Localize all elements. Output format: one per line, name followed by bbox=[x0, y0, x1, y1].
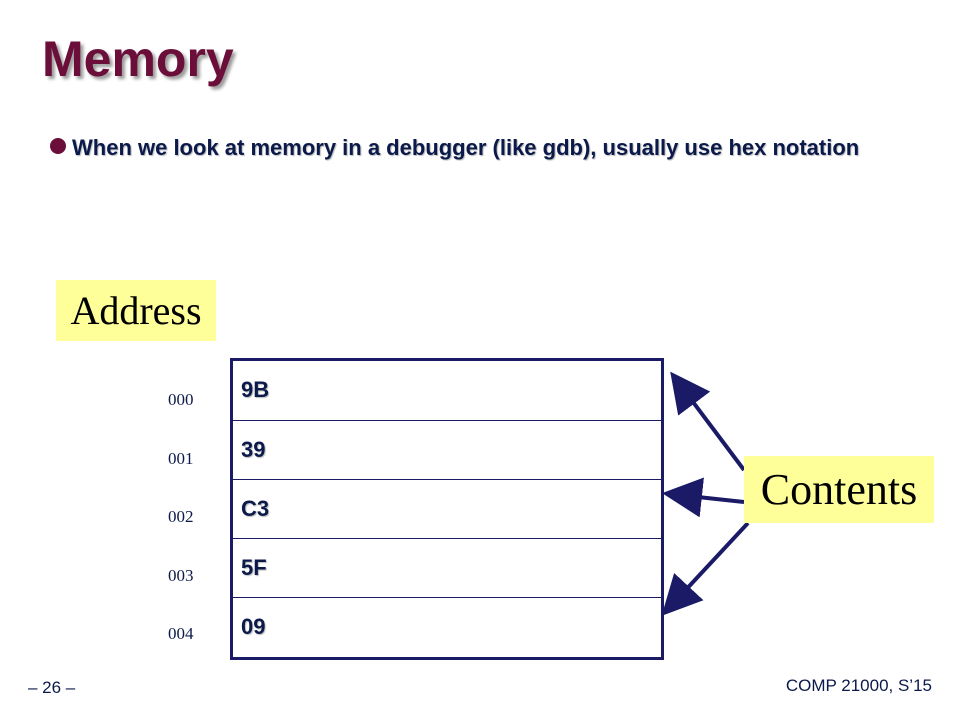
address-000: 000 bbox=[168, 390, 194, 409]
arrow-to-top bbox=[670, 371, 746, 472]
arrow-to-middle bbox=[662, 477, 745, 518]
memory-cell: C3 bbox=[233, 479, 661, 538]
address-003: 003 bbox=[168, 566, 194, 585]
course-label: COMP 21000, S’15 bbox=[785, 676, 932, 695]
address-004: 004 bbox=[168, 624, 194, 643]
memory-cell: 5F bbox=[233, 538, 661, 597]
slide-title: Memory bbox=[42, 31, 234, 87]
bullet-point: When we look at memory in a debugger (li… bbox=[40, 134, 890, 162]
bullet-icon bbox=[50, 138, 66, 154]
address-002: 002 bbox=[168, 507, 194, 526]
contents-label: Contents bbox=[744, 456, 934, 523]
address-label: Address bbox=[56, 280, 216, 341]
page-number: – 26 – bbox=[28, 678, 76, 697]
address-001: 001 bbox=[168, 449, 194, 468]
memory-table: 9B 39 C3 5F 09 bbox=[230, 358, 664, 660]
memory-cell: 39 bbox=[233, 420, 661, 479]
bullet-text: When we look at memory in a debugger (li… bbox=[72, 135, 860, 160]
arrow-to-bottom bbox=[661, 521, 750, 616]
memory-cell: 9B bbox=[241, 377, 270, 402]
memory-cell: 09 bbox=[233, 597, 661, 656]
